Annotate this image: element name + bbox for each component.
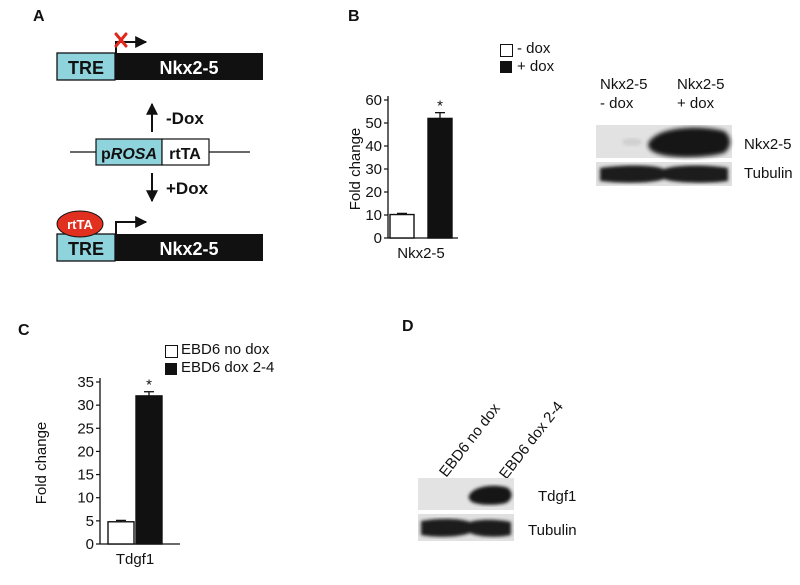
y-tick-label: 15: [77, 467, 94, 484]
rtta-box: [161, 138, 210, 166]
construct-diagram: TRE Nkx2-5 -Dox pROSA rtTA +Dox TRE Nkx2…: [56, 32, 263, 262]
rosa-promoter-box: [95, 138, 163, 166]
rtta-oval-label: rtTA: [67, 217, 93, 232]
panel-label-d: D: [402, 318, 414, 335]
y-tick-label: 40: [365, 138, 382, 155]
y-tick-label: 30: [77, 397, 94, 414]
nkx25-block-bottom: [115, 234, 263, 261]
blot-lane-label-1: Nkx2-5- dox: [600, 76, 648, 112]
blot-b-band-nkx25-lane2: [648, 127, 730, 158]
tre-label-top: TRE: [68, 58, 104, 78]
western-blot-b: [596, 125, 732, 186]
blot-d-lane-label-1: EBD6 no dox: [436, 400, 504, 481]
y-tick-label: 10: [365, 207, 382, 224]
legend-label-plus-dox: + dox: [517, 58, 555, 75]
gene-label-top: Nkx2-5: [159, 58, 218, 78]
transcription-arrow-top: [115, 36, 148, 53]
western-blot-d: [418, 478, 514, 541]
blocked-transcription-x-icon: [114, 32, 128, 48]
transcription-arrow-bottom: [115, 216, 148, 234]
blot-d-row-label-tubulin: Tubulin: [528, 522, 577, 539]
bar-1: [135, 395, 163, 545]
bar-1: [427, 117, 453, 239]
rtta-box-label: rtTA: [169, 146, 201, 163]
y-tick-label: 20: [365, 184, 382, 201]
blot-d-band-tdgf1: [468, 485, 512, 505]
tre-label-bottom: TRE: [68, 239, 104, 259]
plus-dox-label: +Dox: [166, 179, 209, 198]
rosa-promoter-label: pROSA: [101, 146, 157, 163]
bar-0: [107, 521, 135, 545]
significance-mark: *: [437, 98, 443, 115]
y-axis-title: Fold change: [347, 128, 364, 211]
y-tick-label: 10: [77, 490, 94, 507]
legend-swatch-minus-dox: [500, 44, 513, 57]
bar-0: [389, 213, 415, 239]
y-tick-label: 35: [77, 374, 94, 391]
rtta-oval: [56, 210, 104, 238]
y-tick-label: 0: [86, 536, 94, 553]
minus-dox-label: -Dox: [166, 109, 204, 128]
blot-b-band-nkx25-lane1: [622, 138, 642, 146]
blot-d-lane-label-2: EBD6 dox 2-4: [496, 398, 567, 483]
panel-label-b: B: [348, 8, 360, 25]
blot-b-row-label-tubulin: Tubulin: [744, 165, 793, 182]
legend-label-minus-dox: - dox: [517, 40, 551, 57]
x-category-label: Tdgf1: [116, 551, 154, 568]
legend-swatch-no-dox: [165, 345, 178, 358]
blot-lane-label-2: Nkx2-5+ dox: [677, 76, 725, 112]
y-tick-label: 50: [365, 115, 382, 132]
legend-swatch-plus-dox: [500, 61, 512, 73]
nkx25-block-top: [115, 53, 263, 80]
blot-b-row-label-nkx25: Nkx2-5: [744, 136, 792, 153]
y-tick-label: 30: [365, 161, 382, 178]
y-tick-label: 60: [365, 92, 382, 109]
y-axis-title: Fold change: [33, 422, 50, 505]
y-tick-label: 5: [86, 513, 94, 530]
legend-label-dox: EBD6 dox 2-4: [181, 359, 275, 376]
y-tick-label: 25: [77, 420, 94, 437]
x-category-label: Nkx2-5: [397, 245, 445, 262]
significance-mark: *: [146, 377, 152, 394]
blot-d-band-tubulin: [421, 518, 511, 537]
legend-label-no-dox: EBD6 no dox: [181, 341, 270, 358]
tre-box-top: [56, 52, 116, 81]
panel-label-c: C: [18, 322, 30, 339]
legend-swatch-dox: [165, 363, 177, 375]
gene-label-bottom: Nkx2-5: [159, 239, 218, 259]
blot-b-band-tubulin: [600, 165, 728, 183]
panel-label-a: A: [33, 8, 45, 25]
y-tick-label: 0: [374, 230, 382, 247]
y-tick-label: 20: [77, 443, 94, 460]
blot-d-row-label-tdgf1: Tdgf1: [538, 488, 577, 505]
